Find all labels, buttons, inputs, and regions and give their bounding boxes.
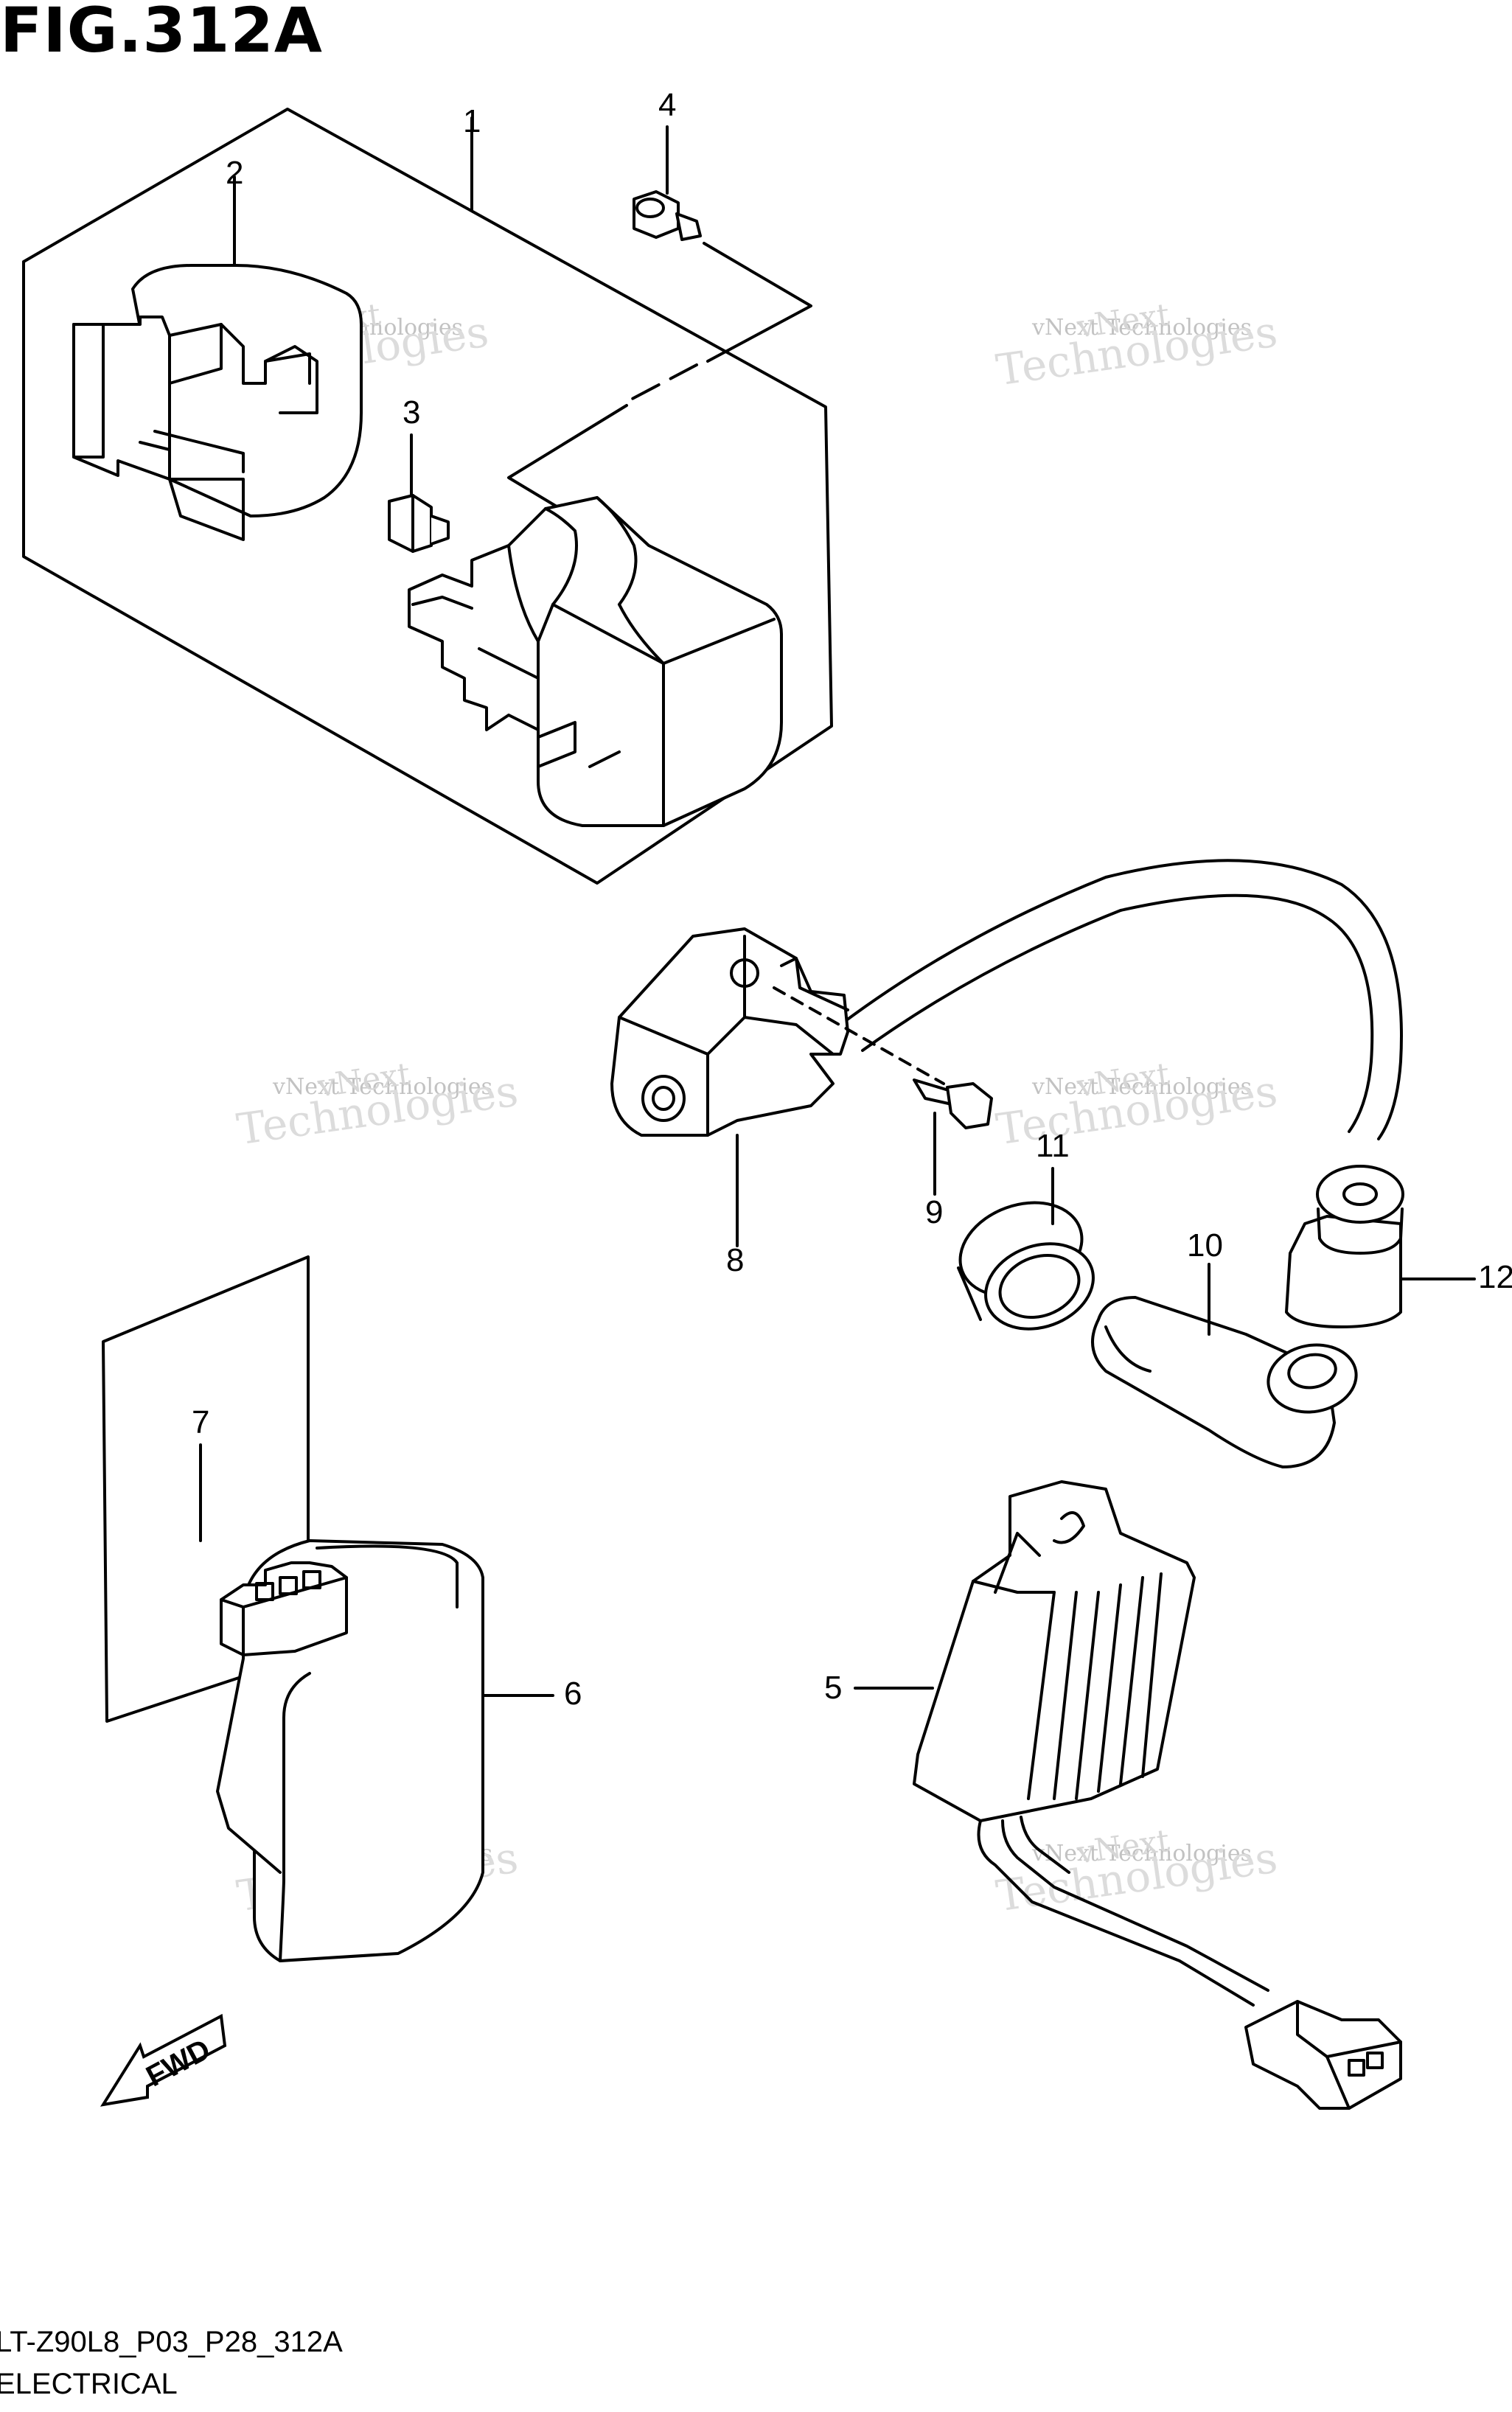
boot-cover-part [72,175,363,541]
bolt-part [633,125,702,241]
rectifier-part [854,1480,1402,2110]
callout-1: 1 [463,103,481,139]
callout-3: 3 [403,394,421,431]
relay-part [408,496,783,827]
section-name: ELECTRICAL [0,2368,178,2400]
assembly-frame [22,108,833,885]
callout-9: 9 [925,1194,944,1230]
figure-title: FIG.312A [0,0,323,66]
fuse-part [388,433,450,553]
grommet-ring-part [957,1167,1095,1331]
elbow-boot-part [1091,1263,1358,1468]
callout-11: 11 [1036,1128,1070,1164]
callout-7: 7 [192,1404,210,1440]
callout-4: 4 [658,87,677,123]
callout-2: 2 [226,155,244,191]
screw-part [913,1078,993,1196]
sensor-part [610,859,1403,1247]
callout-10: 10 [1187,1227,1223,1263]
callout-5: 5 [824,1670,843,1706]
cap-part [1285,1165,1476,1328]
callout-12: 12 [1478,1259,1512,1295]
callout-6: 6 [564,1676,582,1712]
callout-8: 8 [726,1242,745,1278]
fwd-arrow-icon: FWD [100,2013,227,2107]
ecm-part [216,1539,554,1962]
model-code: LT-Z90L8_P03_P28_312A [0,2326,343,2358]
